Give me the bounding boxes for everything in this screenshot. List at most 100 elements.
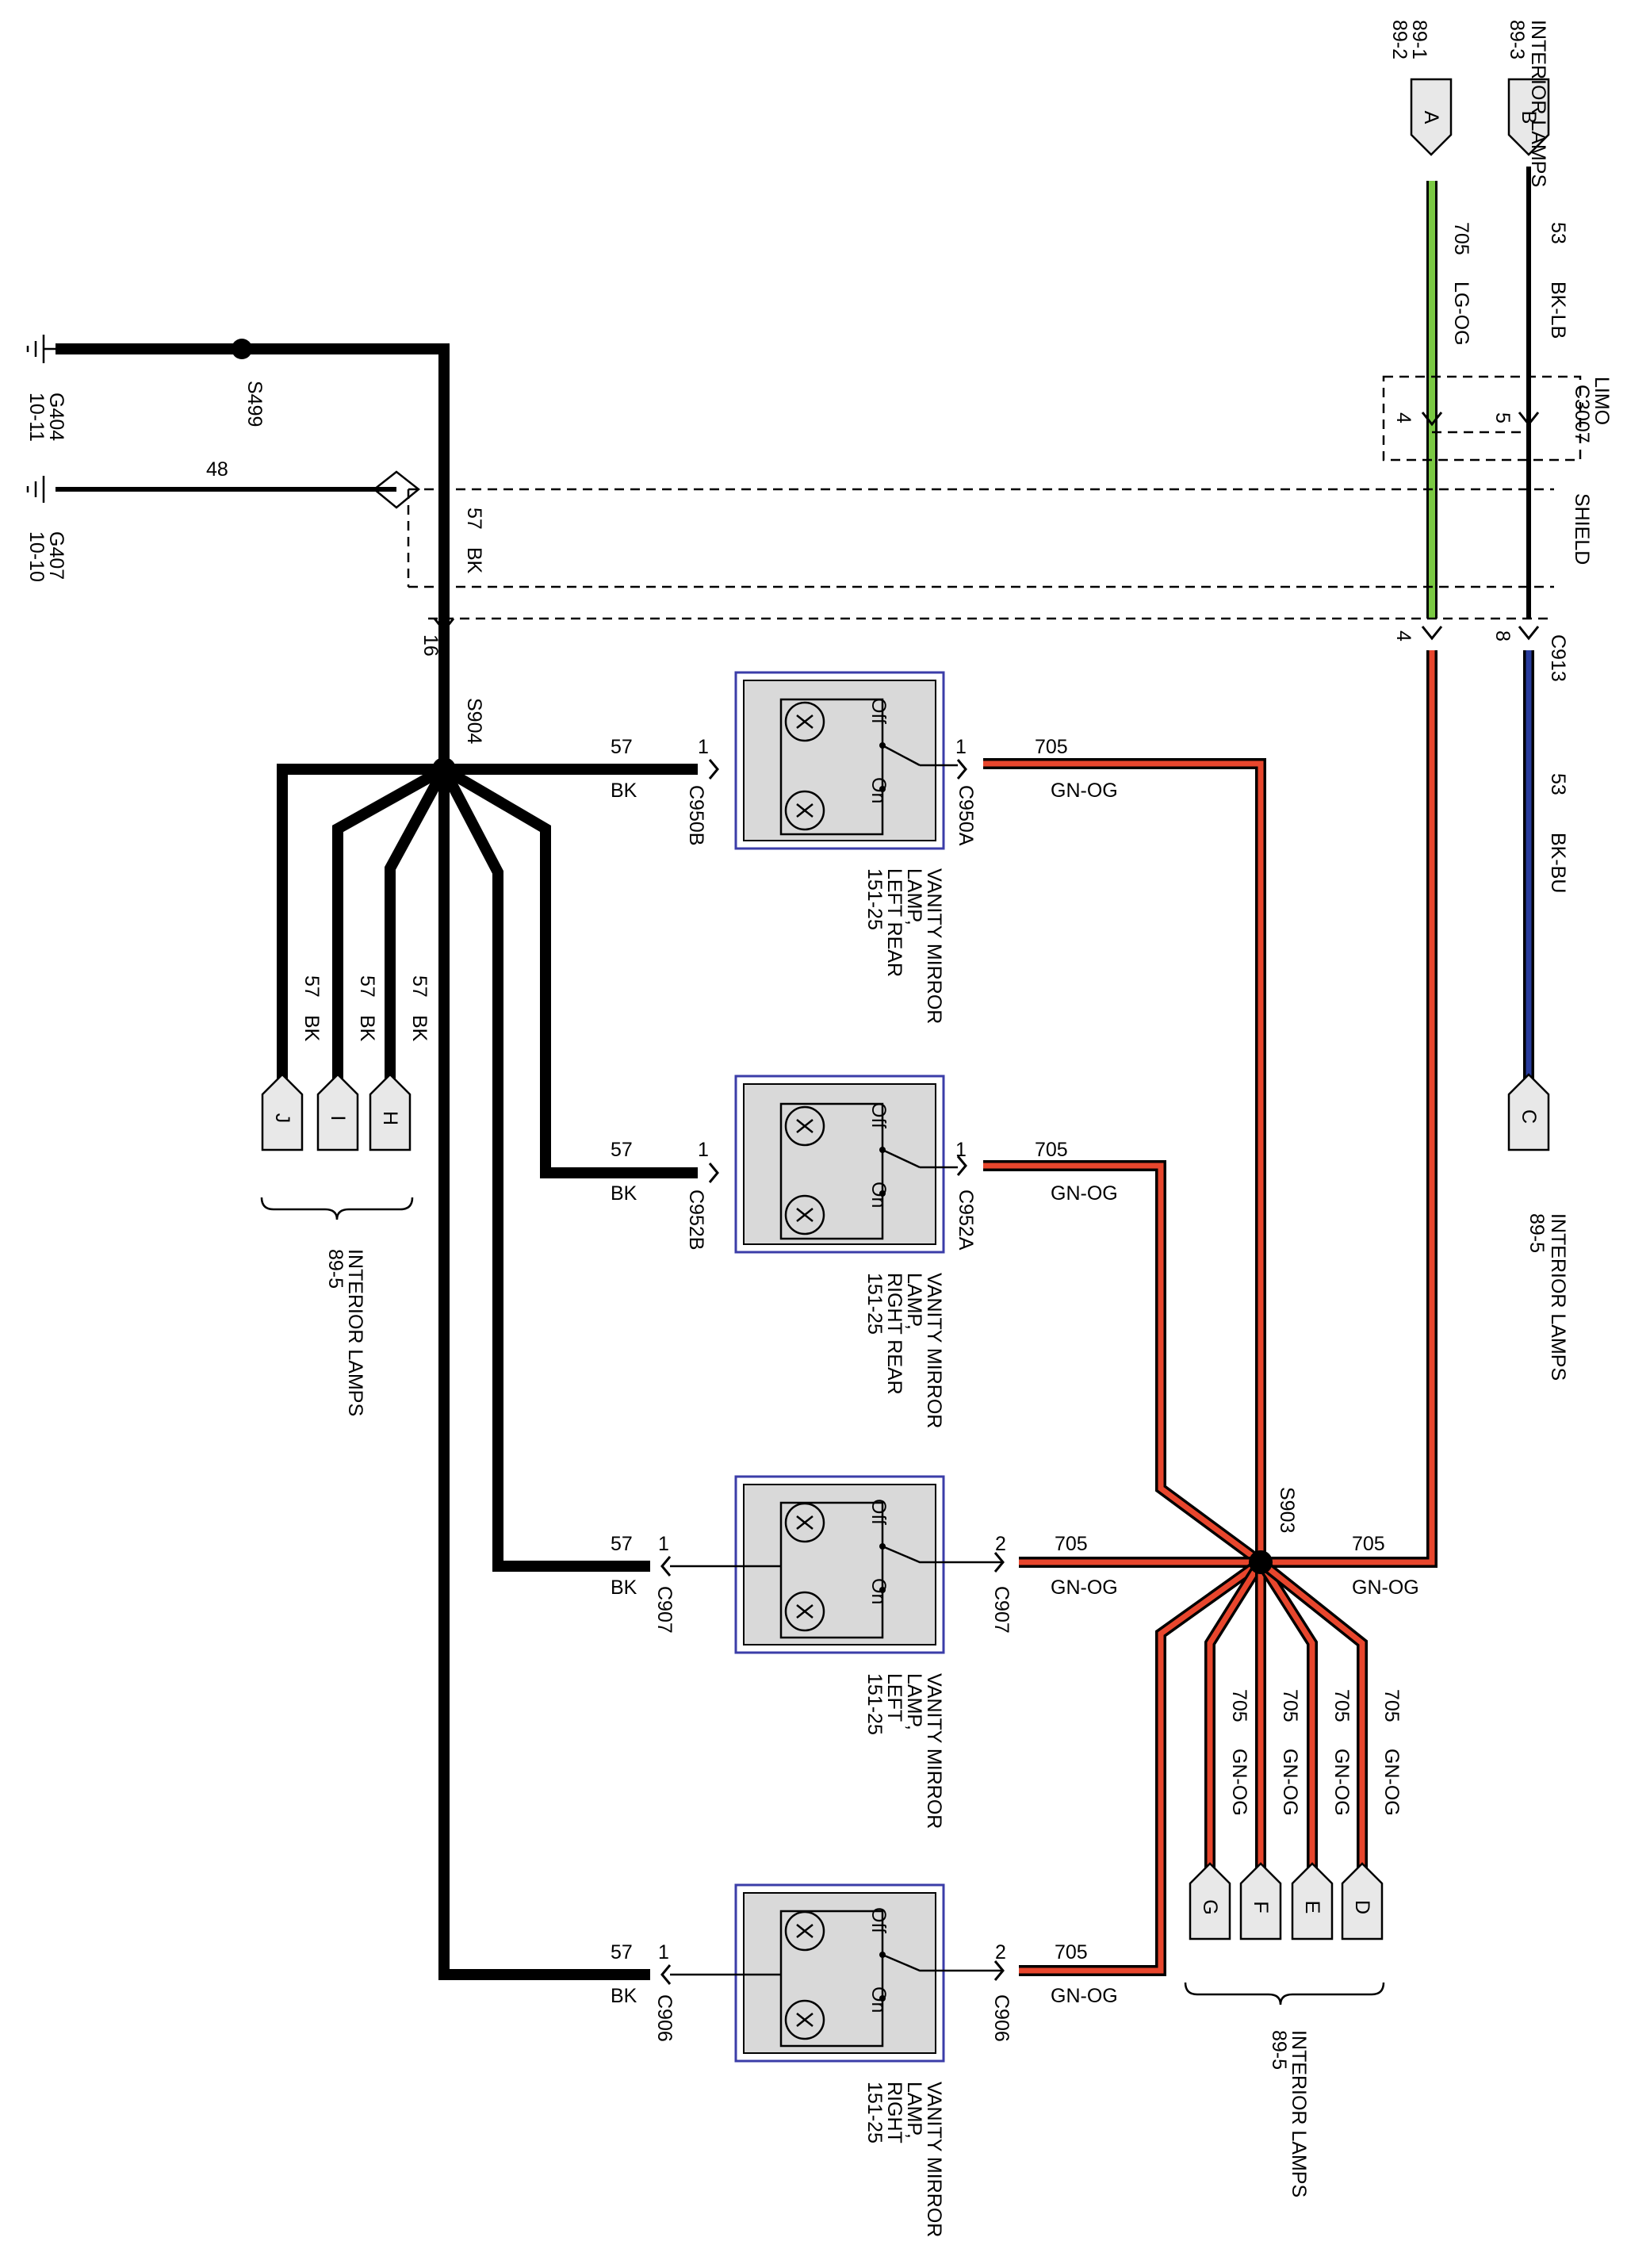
svg-text:C906: C906 xyxy=(990,1994,1013,2042)
svg-text:89-1: 89-1 xyxy=(1408,20,1430,59)
svg-text:INTERIOR LAMPS: INTERIOR LAMPS xyxy=(1547,1213,1569,1381)
connector-d: D xyxy=(1341,1862,1384,1940)
brace-hij xyxy=(260,1197,414,1220)
svg-text:BK: BK xyxy=(463,547,485,574)
s903-labels: S903 705 GN-OG 705 GN-OG 705 GN-OG 705 G… xyxy=(1228,1487,1419,2197)
svg-text:BK: BK xyxy=(611,780,637,802)
svg-text:On: On xyxy=(867,1578,890,1604)
svg-text:705: 705 xyxy=(1330,1689,1353,1722)
svg-text:89-3: 89-3 xyxy=(1506,20,1528,59)
svg-text:LIMO: LIMO xyxy=(1591,377,1613,425)
svg-text:INTERIOR LAMPS: INTERIOR LAMPS xyxy=(1288,2030,1310,2197)
svg-text:S499: S499 xyxy=(243,381,266,427)
svg-text:57: 57 xyxy=(611,1139,633,1161)
svg-text:151-25: 151-25 xyxy=(863,868,886,930)
svg-text:A: A xyxy=(1420,111,1442,125)
svg-text:48: 48 xyxy=(206,458,228,481)
svg-text:C3007: C3007 xyxy=(1571,385,1593,443)
ground-g407 xyxy=(26,476,45,503)
svg-text:BK-LB: BK-LB xyxy=(1547,282,1569,339)
svg-text:57: 57 xyxy=(611,736,633,758)
svg-text:705: 705 xyxy=(1055,1533,1088,1555)
svg-text:151-25: 151-25 xyxy=(863,1273,886,1335)
brace-defg xyxy=(1184,1982,1385,2006)
svg-text:705: 705 xyxy=(1380,1689,1403,1722)
svg-text:LEFT: LEFT xyxy=(883,1673,905,1722)
svg-text:LAMP,: LAMP, xyxy=(903,1673,925,1730)
connector-c: C xyxy=(1507,1073,1550,1151)
svg-text:Off: Off xyxy=(867,1102,890,1128)
svg-text:GN-OG: GN-OG xyxy=(1352,1576,1419,1599)
vanity-mirror-lamp-right-rear: Off On xyxy=(734,1075,958,1254)
svg-text:89-2: 89-2 xyxy=(1388,20,1411,59)
svg-text:On: On xyxy=(867,777,890,803)
svg-text:S904: S904 xyxy=(463,698,485,744)
svg-text:B: B xyxy=(1518,111,1540,125)
shield-termination xyxy=(373,470,420,509)
svg-text:705: 705 xyxy=(1035,736,1068,758)
svg-text:D: D xyxy=(1351,1900,1373,1914)
svg-text:57: 57 xyxy=(611,1941,633,1963)
connector-f: F xyxy=(1239,1862,1282,1940)
pin-chevrons xyxy=(433,412,1540,1985)
s903-branches xyxy=(983,758,1368,1976)
s904-branches xyxy=(277,764,698,1980)
svg-text:G407: G407 xyxy=(45,531,67,580)
svg-text:705: 705 xyxy=(1035,1139,1068,1161)
connector-a: A xyxy=(1410,78,1453,156)
vanity-mirror-lamp-right: Off On xyxy=(670,1883,1003,2063)
svg-text:S903: S903 xyxy=(1276,1487,1298,1533)
svg-text:GN-OG: GN-OG xyxy=(1279,1749,1301,1816)
svg-text:4: 4 xyxy=(1392,412,1415,423)
svg-text:E: E xyxy=(1301,1901,1323,1914)
splice-s499 xyxy=(232,339,252,359)
svg-text:BK: BK xyxy=(611,1182,637,1205)
svg-text:705: 705 xyxy=(1055,1941,1088,1963)
svg-text:G: G xyxy=(1199,1899,1221,1914)
svg-text:GN-OG: GN-OG xyxy=(1228,1749,1250,1816)
svg-text:C952B: C952B xyxy=(685,1190,707,1250)
svg-text:1: 1 xyxy=(955,736,967,758)
svg-text:1: 1 xyxy=(698,1139,709,1161)
left-rear-labels: 57 BK 1 C950B 1 C950A 705 GN-OG VANITY M… xyxy=(611,736,1118,1024)
svg-text:GN-OG: GN-OG xyxy=(1051,1182,1118,1205)
svg-text:BK: BK xyxy=(301,1015,323,1042)
svg-text:89-5: 89-5 xyxy=(1268,2030,1290,2070)
svg-text:16: 16 xyxy=(419,634,442,657)
connector-j: J xyxy=(261,1073,304,1151)
svg-text:C913: C913 xyxy=(1547,634,1569,682)
svg-text:53: 53 xyxy=(1547,222,1569,244)
svg-text:53: 53 xyxy=(1547,773,1569,795)
svg-text:C950A: C950A xyxy=(955,785,977,846)
svg-text:LG-OG: LG-OG xyxy=(1450,282,1472,346)
connector-b: B xyxy=(1507,78,1550,156)
svg-text:Off: Off xyxy=(867,1907,890,1933)
svg-text:F: F xyxy=(1250,1901,1272,1913)
svg-text:57: 57 xyxy=(611,1533,633,1555)
svg-text:I: I xyxy=(327,1116,349,1121)
svg-text:GN-OG: GN-OG xyxy=(1051,1985,1118,2007)
svg-text:1: 1 xyxy=(698,736,709,758)
svg-text:RIGHT REAR: RIGHT REAR xyxy=(883,1273,905,1395)
svg-text:89-5: 89-5 xyxy=(1526,1213,1548,1253)
svg-text:4: 4 xyxy=(1392,630,1415,642)
svg-text:C: C xyxy=(1518,1109,1540,1124)
svg-text:LAMP,: LAMP, xyxy=(903,2082,925,2139)
svg-text:VANITY MIRROR: VANITY MIRROR xyxy=(923,1273,945,1428)
svg-text:Off: Off xyxy=(867,698,890,724)
svg-text:705: 705 xyxy=(1450,222,1472,255)
svg-text:57: 57 xyxy=(356,975,378,998)
svg-text:89-5: 89-5 xyxy=(324,1249,346,1289)
splice-s903 xyxy=(1249,1550,1273,1574)
svg-text:705: 705 xyxy=(1228,1689,1250,1722)
svg-text:57: 57 xyxy=(301,975,323,998)
svg-text:BK: BK xyxy=(356,1015,378,1042)
svg-text:1: 1 xyxy=(658,1533,669,1555)
svg-text:GN-OG: GN-OG xyxy=(1380,1749,1403,1816)
vanity-mirror-lamp-left: Off On xyxy=(670,1475,1003,1654)
right-rear-labels: 57 BK 1 C952B 1 C952A 705 GN-OG VANITY M… xyxy=(611,1139,1118,1428)
connector-g: G xyxy=(1189,1862,1231,1940)
svg-text:10-10: 10-10 xyxy=(25,531,48,582)
svg-text:BK: BK xyxy=(611,1576,637,1599)
connector-e: E xyxy=(1291,1862,1334,1940)
